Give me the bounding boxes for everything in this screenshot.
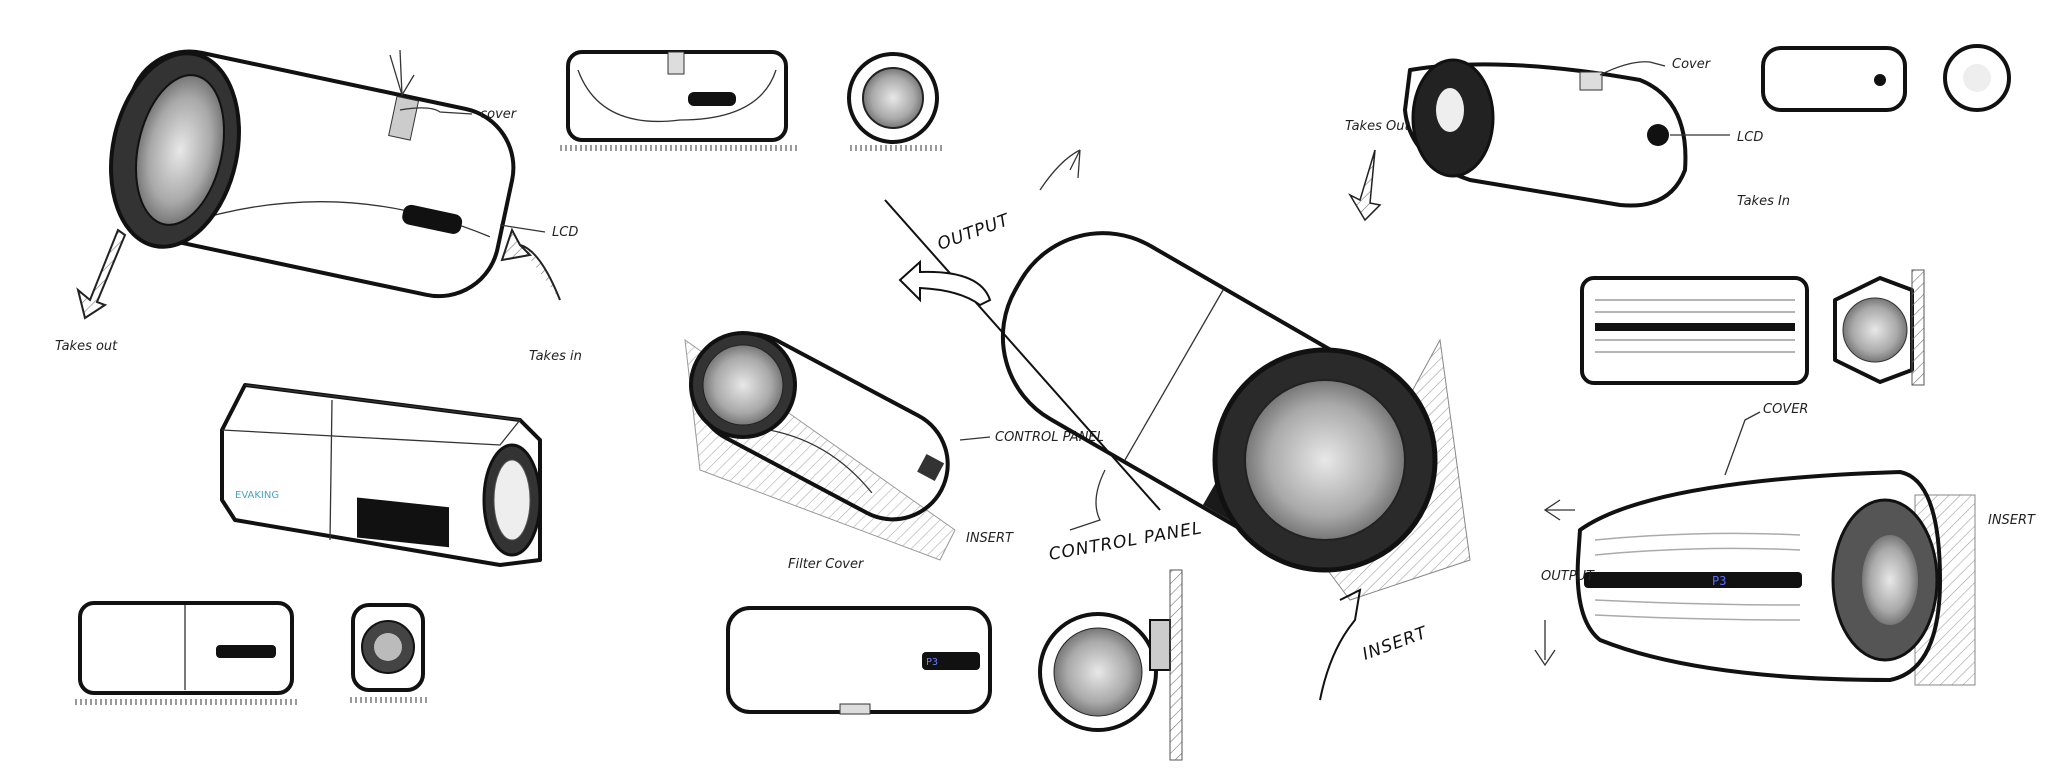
concept-5-front-view	[1761, 46, 1907, 112]
takes-out-arrow-icon	[1348, 149, 1382, 222]
label-takes-in-2: Takes In	[1737, 194, 1790, 209]
label-control-panel: CONTROL PANEL	[1047, 518, 1204, 565]
cover-tab	[388, 95, 420, 141]
label-output: OUTPUT	[935, 210, 1013, 255]
lcd-window	[402, 204, 463, 234]
intake-disc-large	[1244, 379, 1406, 541]
display-p3-small: P3	[926, 657, 938, 668]
label-filter-cover: Filter Cover	[788, 557, 865, 572]
label-cover-3: COVER	[1763, 402, 1808, 417]
display-bar	[1584, 572, 1802, 588]
label-insert-2: INSERT	[1988, 513, 2036, 528]
concept-2-front-view	[75, 601, 300, 705]
label-takes-in: Takes in	[529, 349, 582, 364]
arrow-icon	[389, 49, 415, 97]
label-cover: cover	[480, 107, 518, 122]
label-lcd: LCD	[552, 225, 578, 240]
concept-2-side-view	[350, 603, 428, 703]
label-lcd-2: LCD	[1737, 130, 1763, 145]
label-takes-out: Takes out	[55, 339, 118, 354]
label-takes-out-2: Takes Out	[1345, 119, 1410, 134]
label-insert-small: INSERT	[966, 531, 1014, 546]
lcd-dot	[1647, 124, 1669, 146]
arrow-icon	[1543, 499, 1575, 521]
takes-out-arrow-icon	[76, 228, 127, 320]
concept-4-sketch: OUTPUT CONTROL PANEL INSERT	[884, 149, 1471, 701]
concept-6-side-view	[1833, 269, 1925, 386]
concept-6-front-view	[1580, 276, 1809, 385]
concept-3-front-view: P3	[726, 606, 992, 715]
concept-1-front-view	[560, 50, 800, 151]
concept-1-sketch: cover LCD Takes out Takes in	[55, 49, 582, 364]
insert-arrow-icon	[1319, 588, 1362, 701]
label-output-2: OUTPUT	[1541, 569, 1595, 584]
concept-1-side-view	[847, 52, 945, 151]
display-window	[357, 497, 449, 548]
takes-in-arrow-icon	[500, 227, 561, 301]
concept-3-sketch: CONTROL PANEL INSERT Filter Cover	[684, 331, 1104, 572]
output-arrow-icon	[898, 259, 992, 307]
arrow-icon	[1534, 620, 1556, 667]
concept-5-side-view	[1943, 44, 2011, 112]
intake-disc	[134, 74, 226, 226]
concept-6-sketch: P3 COVER OUTPUT INSERT	[1534, 402, 2036, 686]
concept-5-sketch: Cover LCD Takes Out Takes In	[1345, 57, 1790, 222]
label-insert: INSERT	[1360, 623, 1431, 665]
concept-3-side-view	[1038, 569, 1183, 761]
display-p3: P3	[1712, 574, 1726, 588]
label-cover-2: Cover	[1672, 57, 1712, 72]
arrow-icon	[1039, 149, 1081, 191]
concept-2-sketch: EVAKING	[220, 383, 542, 567]
brand-logo: EVAKING	[235, 490, 279, 501]
